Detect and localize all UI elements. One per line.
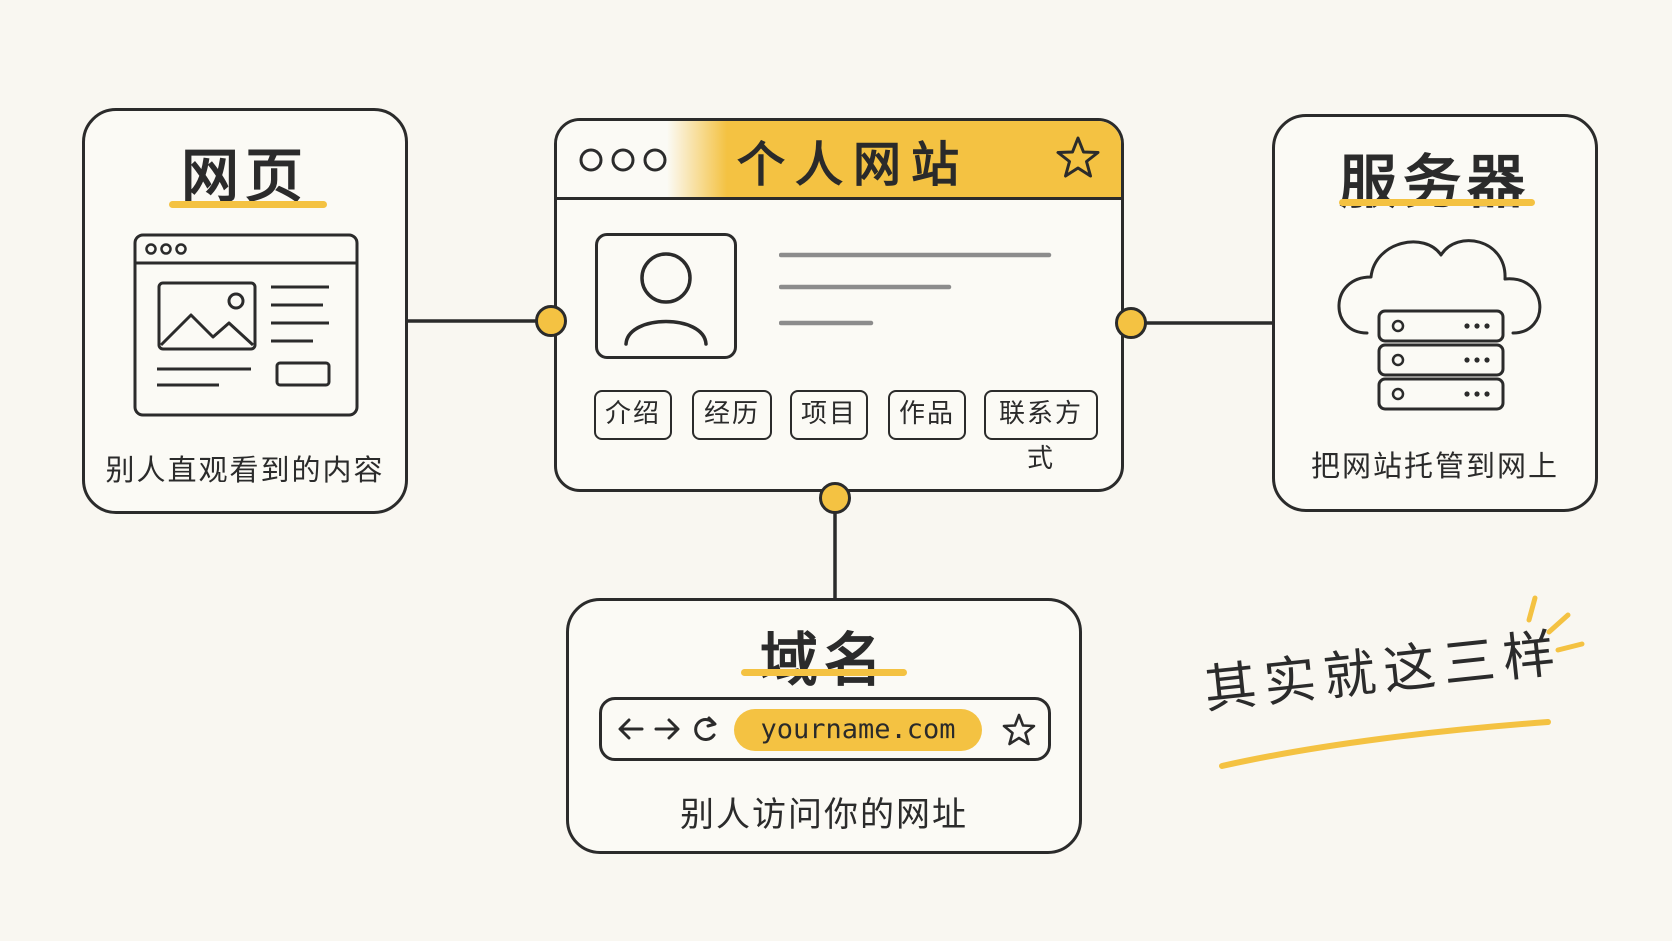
domain-title: 域名 — [759, 626, 888, 694]
connector-dot-left — [535, 305, 567, 337]
site-titlebar: 个人网站 — [557, 121, 1121, 200]
bookmark-star-icon[interactable] — [1002, 713, 1036, 747]
sparkle-icon — [1526, 595, 1585, 653]
address-bar: yourname.com — [599, 697, 1051, 761]
connector-dot-bottom — [819, 482, 851, 514]
window-dots-icon — [579, 148, 667, 172]
tab-contact[interactable]: 联系方式 — [984, 390, 1098, 474]
profile-text-lines — [779, 252, 1052, 326]
webpage-caption: 别人直观看到的内容 — [105, 453, 385, 487]
tab-works[interactable]: 作品 — [888, 390, 966, 440]
webpage-card: 网页 别人直观看到的内容 — [82, 108, 408, 514]
tab-intro[interactable]: 介绍 — [594, 390, 672, 440]
server-caption: 把网站托管到网上 — [1310, 449, 1559, 483]
connector-dot-right — [1115, 307, 1147, 339]
webpage-title: 网页 — [180, 142, 309, 210]
forward-arrow-icon[interactable] — [652, 714, 682, 744]
tab-experience[interactable]: 经历 — [692, 390, 772, 440]
user-icon — [624, 252, 708, 346]
tab-projects[interactable]: 项目 — [790, 390, 868, 440]
server-title-underline — [1339, 199, 1535, 206]
cloud-server-icon — [1337, 239, 1542, 411]
webpage-illustration-icon — [133, 233, 359, 417]
star-icon[interactable] — [1055, 135, 1101, 181]
avatar — [595, 233, 737, 359]
domain-card: 域名 yourname.com 别人访问你的网址 — [566, 598, 1082, 854]
server-card: 服务器 把网站托管到网上 — [1272, 114, 1598, 512]
reload-icon[interactable] — [690, 714, 720, 744]
site-title: 个人网站 — [737, 137, 970, 193]
webpage-title-underline — [169, 201, 327, 208]
domain-caption: 别人访问你的网址 — [680, 795, 968, 835]
summary-underline — [1219, 719, 1551, 769]
back-arrow-icon[interactable] — [616, 714, 646, 744]
domain-title-underline — [741, 669, 907, 676]
url-field[interactable]: yourname.com — [734, 709, 982, 751]
